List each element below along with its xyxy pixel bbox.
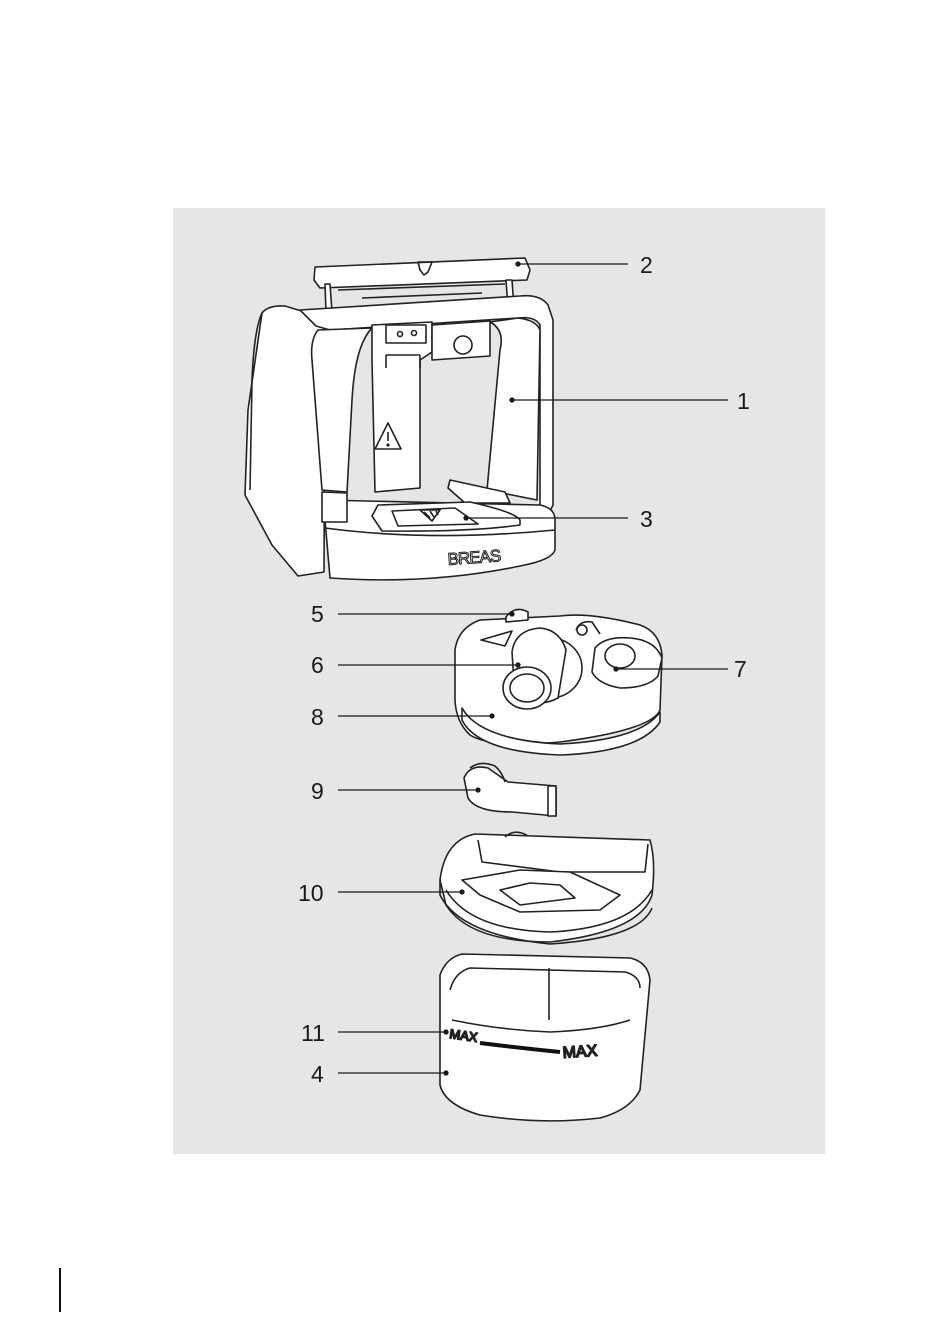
callout-5: 5: [311, 601, 324, 627]
callout-4: 4: [311, 1061, 324, 1087]
callout-1: 1: [737, 388, 750, 414]
callout-7: 7: [734, 656, 747, 682]
callout-3: 3: [640, 506, 653, 532]
callout-11: 11: [301, 1020, 325, 1046]
callout-9: 9: [311, 778, 324, 804]
water-container: MAX MAX: [440, 954, 650, 1121]
brand-label: BREAS: [447, 546, 501, 569]
callout-6: 6: [311, 652, 324, 678]
callout-8: 8: [311, 704, 324, 730]
main-housing: BREAS: [245, 296, 555, 580]
water-chamber-cover: [455, 609, 662, 755]
callout-2: 2: [640, 252, 653, 278]
max-label-right: MAX: [562, 1043, 598, 1062]
callout-10: 10: [298, 880, 324, 906]
